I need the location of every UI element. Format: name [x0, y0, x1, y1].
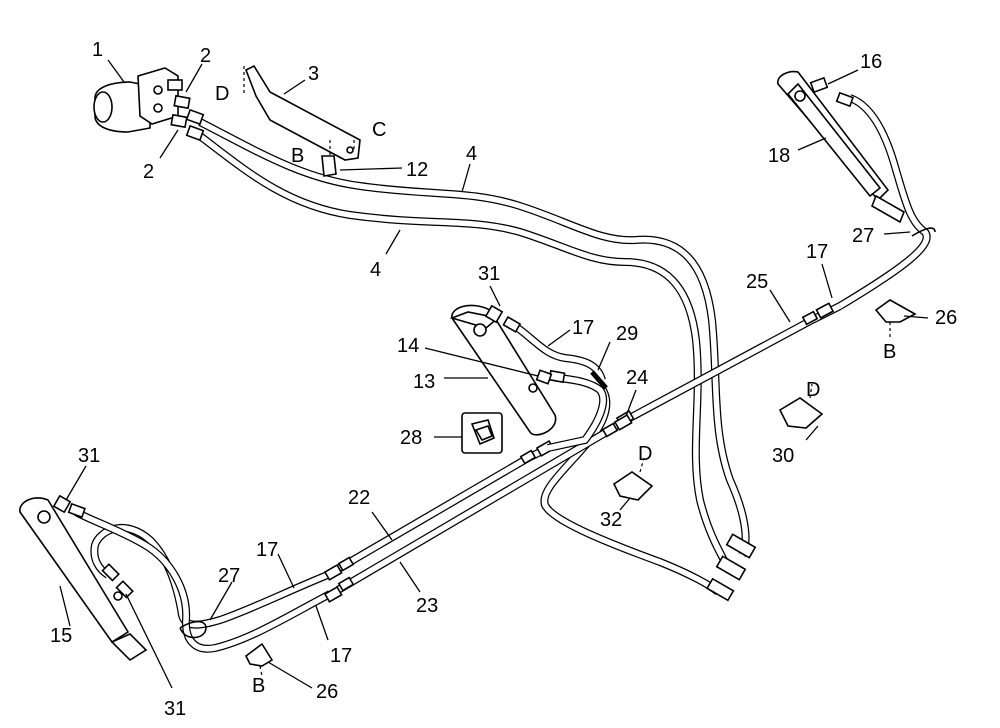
callout-26-right: 26	[935, 307, 957, 329]
callout-23: 23	[416, 595, 438, 617]
bracket-3	[243, 64, 361, 161]
callout-25: 25	[746, 271, 768, 293]
hose-17-right	[835, 91, 936, 310]
callout-31-center: 31	[478, 263, 500, 285]
ref-c-bracket: C	[372, 119, 386, 141]
callout-24: 24	[626, 367, 648, 389]
callout-31-left: 31	[78, 445, 100, 467]
callout-2-lower: 2	[143, 161, 154, 183]
leader-lines	[59, 59, 929, 689]
clip-12	[321, 140, 403, 177]
ref-d-clip30: D	[806, 379, 820, 401]
callout-16: 16	[860, 51, 882, 73]
fitting-24	[613, 413, 633, 431]
part-28-box	[461, 412, 503, 454]
ref-d-bracket: D	[215, 83, 229, 105]
callout-27-right: 27	[852, 225, 874, 247]
cylinder-13	[449, 304, 557, 436]
callout-27-left: 27	[218, 565, 240, 587]
callout-30: 30	[772, 445, 794, 467]
pump-unit-1	[93, 67, 205, 142]
callout-29: 29	[616, 323, 638, 345]
callout-32: 32	[600, 509, 622, 531]
hose-29-lower	[540, 383, 735, 602]
tube-25	[624, 302, 842, 424]
callout-1: 1	[92, 39, 103, 61]
callout-3: 3	[308, 63, 319, 85]
callout-4-lower: 4	[370, 259, 381, 281]
callout-15: 15	[50, 625, 72, 647]
callout-17-left: 17	[256, 539, 278, 561]
callout-17-center: 17	[572, 317, 594, 339]
callout-31-bottom: 31	[164, 698, 186, 720]
clip-26-bottom	[244, 642, 274, 677]
callout-26-bottom: 26	[316, 681, 338, 703]
ref-d-clip32: D	[638, 443, 652, 465]
ref-b-clip12: B	[291, 145, 304, 167]
hose-left-group	[67, 502, 343, 653]
cylinder-15	[19, 494, 148, 662]
callout-labels: 1 2 2 3 4 4 12 13 14 15 16 17 17 17 17 1…	[50, 39, 957, 720]
hose-17-center	[502, 315, 608, 452]
callout-17-right: 17	[806, 241, 828, 263]
callout-22: 22	[348, 487, 370, 509]
ref-b-clip26-right: B	[883, 341, 896, 363]
clip-32	[612, 457, 654, 501]
callout-13: 13	[413, 371, 435, 393]
clip-26-right	[874, 299, 917, 340]
callout-12: 12	[406, 159, 428, 181]
callout-18: 18	[768, 145, 790, 167]
ref-b-clip26-bottom: B	[252, 675, 265, 697]
callout-2-upper: 2	[200, 45, 211, 67]
callout-14: 14	[397, 335, 419, 357]
hose-pair-4	[197, 118, 757, 581]
callout-28: 28	[400, 427, 422, 449]
cylinder-18	[777, 70, 906, 224]
reference-letters: D C B B D D B	[215, 83, 896, 697]
callout-4-upper: 4	[466, 143, 477, 165]
clip-30	[778, 383, 824, 429]
callout-17-bottom: 17	[330, 645, 352, 667]
